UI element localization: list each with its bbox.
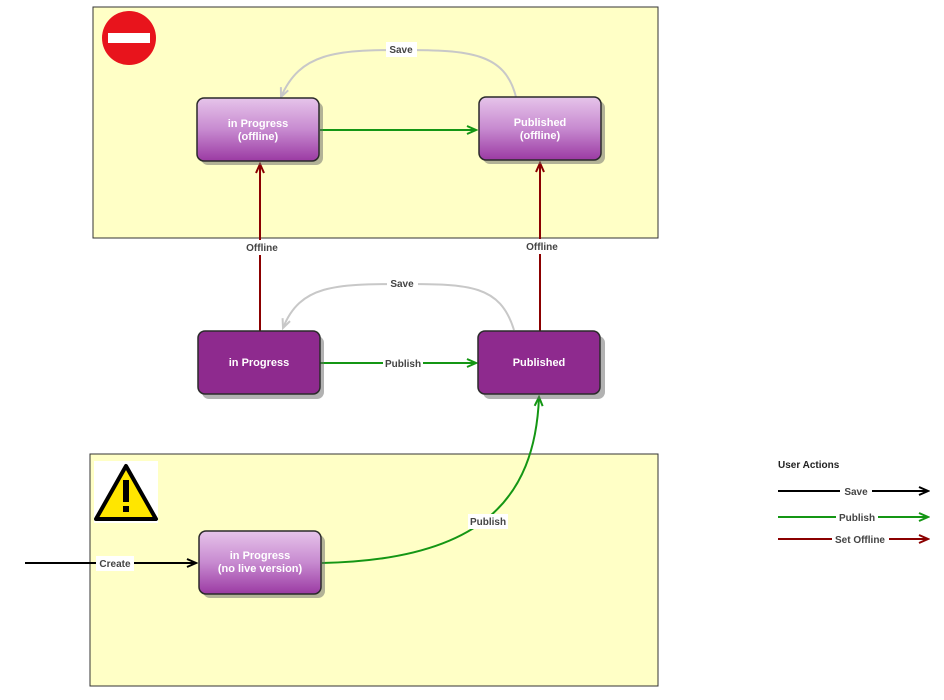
save-live-label: Save [387,276,418,291]
legend-save-label: Save [844,487,868,498]
warning-icon [94,461,158,523]
state-subtitle: (no live version) [218,563,303,575]
state-published[interactable]: Published [477,330,605,399]
state-title: in Progress [229,357,290,369]
state-published-offline[interactable]: Published (offline) [478,96,605,164]
svg-text:Offline: Offline [246,243,278,254]
legend-publish-label: Publish [839,513,875,524]
state-title: in Progress [228,118,289,130]
legend-offline-label: Set Offline [835,535,885,546]
legend-title: User Actions [778,460,840,471]
state-title: in Progress [230,550,291,562]
svg-text:Create: Create [99,559,131,570]
offline-right-label: Offline [523,239,561,254]
svg-text:Offline: Offline [526,242,558,253]
state-in-progress[interactable]: in Progress [197,330,324,399]
state-title: Published [514,117,567,129]
publish-new-label: Publish [468,514,508,529]
publish-live-label: Publish [383,356,423,371]
svg-text:Save: Save [390,279,414,290]
offline-left-label: Offline [243,240,281,255]
svg-text:Publish: Publish [385,359,421,370]
no-entry-icon [102,11,156,65]
svg-text:Save: Save [389,45,413,56]
no-live-version-region [89,453,659,687]
state-in-progress-offline[interactable]: in Progress (offline) [196,97,323,165]
save-offline-label: Save [386,42,417,57]
state-subtitle: (offline) [238,131,279,143]
state-title: Published [513,357,566,369]
legend: User Actions Save Publish Set Offline [778,460,928,546]
create-label: Create [96,556,134,571]
state-in-progress-no-live[interactable]: in Progress (no live version) [198,530,325,598]
state-subtitle: (offline) [520,130,561,142]
svg-text:Publish: Publish [470,517,506,528]
